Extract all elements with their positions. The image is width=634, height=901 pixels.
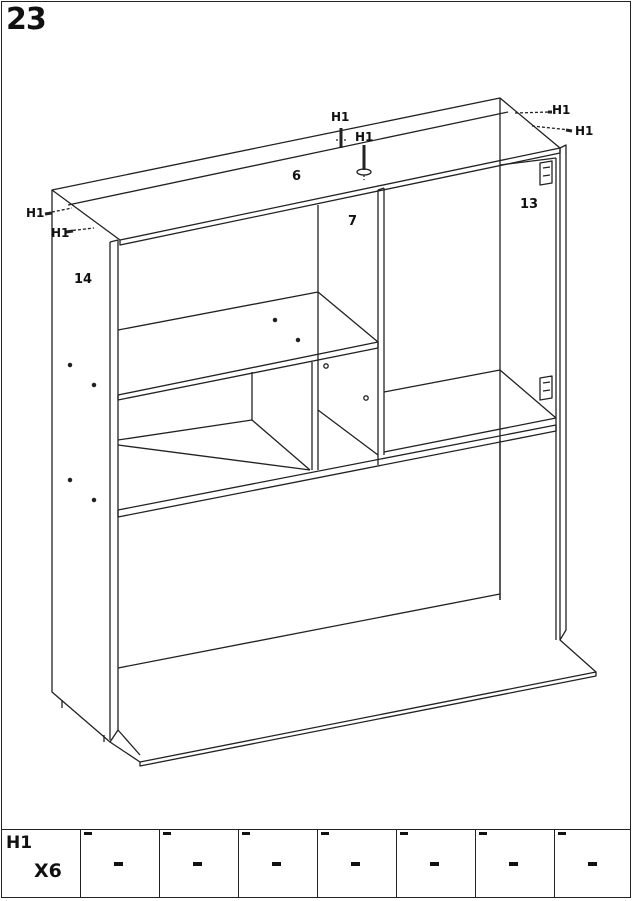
parts-cell <box>238 829 317 898</box>
cell-corner-mark <box>558 832 566 835</box>
cell-corner-mark <box>400 832 408 835</box>
cell-mark <box>430 862 439 866</box>
parts-cell <box>80 829 159 898</box>
parts-cell <box>396 829 475 898</box>
parts-table-id: H1 <box>6 833 33 853</box>
cell-corner-mark <box>84 832 92 835</box>
cell-corner-mark <box>479 832 487 835</box>
parts-cell <box>475 829 554 898</box>
cell-mark <box>193 862 202 866</box>
label-right-side: 13 <box>520 197 539 212</box>
parts-cell <box>159 829 238 898</box>
parts-cell <box>554 829 633 898</box>
label-fitting-6: H1 <box>51 226 70 240</box>
upper-left-shelf <box>117 291 379 396</box>
middle-shelf <box>117 424 557 518</box>
assembly-drawing <box>44 97 597 767</box>
label-fitting-2: H1 <box>355 130 374 144</box>
cell-mark <box>509 862 518 866</box>
cell-mark <box>114 862 123 866</box>
cell-mark <box>351 862 360 866</box>
hinge-bottom <box>539 375 553 401</box>
cell-corner-mark <box>163 832 171 835</box>
parts-cell <box>317 829 396 898</box>
label-fitting-3: H1 <box>552 103 571 117</box>
cell-corner-mark <box>321 832 329 835</box>
cell-mark <box>272 862 281 866</box>
label-fitting-4: H1 <box>575 124 594 138</box>
label-fitting-5: H1 <box>26 206 45 220</box>
parts-table <box>1 829 631 898</box>
cell-mark <box>588 862 597 866</box>
label-left-side: 14 <box>74 272 93 287</box>
vertical-divider <box>317 188 385 470</box>
upper-right-shelf <box>383 369 557 453</box>
parts-table-quantity: X6 <box>34 860 62 882</box>
hinge-top <box>539 160 553 186</box>
bottom-panel <box>109 639 597 763</box>
cell-corner-mark <box>242 832 250 835</box>
label-fitting-1: H1 <box>331 110 350 124</box>
step-number: 23 <box>6 2 47 37</box>
label-top-panel: 6 <box>292 169 302 184</box>
label-divider: 7 <box>348 214 358 229</box>
